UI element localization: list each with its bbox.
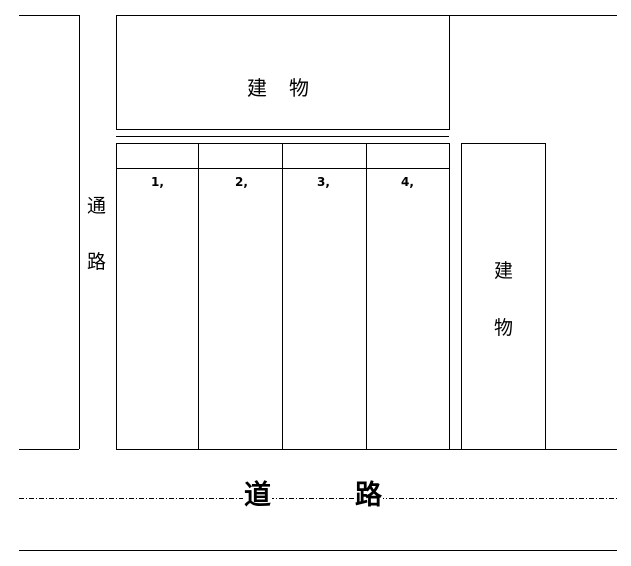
lot-number-1: 1, <box>151 175 164 189</box>
building-right-char-1: 建 <box>494 260 514 282</box>
lot-number-3: 3, <box>317 175 330 189</box>
road-char-2: 路 <box>354 480 383 511</box>
lot-number-4: 4, <box>401 175 414 189</box>
lot-number-2: 2, <box>235 175 248 189</box>
building-top-label: 建物 <box>247 78 309 98</box>
building-top-outline <box>116 15 450 130</box>
side-passage-char-2: 路 <box>87 251 107 273</box>
building-top-char-1: 建 <box>247 76 267 100</box>
side-passage-char-1: 通 <box>87 195 107 217</box>
building-top-char-2: 物 <box>289 76 309 100</box>
road-char-1: 道 <box>243 480 272 511</box>
building-right-char-2: 物 <box>494 317 514 339</box>
building-right-outline <box>461 143 546 450</box>
